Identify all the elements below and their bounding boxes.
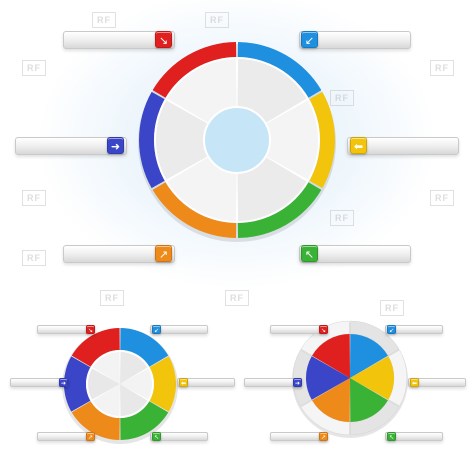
pie-arrow-up-right-icon[interactable]: ↗ [319,432,328,441]
wheel-wedge [265,100,318,180]
small-ring-bar-bottom-right[interactable] [150,432,208,441]
red-ring-segment [71,328,120,367]
callout-bar-top-left[interactable] [63,31,175,49]
callout-bar-mid-right[interactable] [347,137,459,155]
arrow-right-icon[interactable]: ➜ [107,137,124,154]
wheel-wedge [92,384,120,416]
watermark-mark: RF [22,60,46,76]
arrow-up-right-icon[interactable]: ↗ [155,245,172,262]
red-ring-segment [152,42,237,98]
watermark-mark: RF [330,90,354,106]
callout-bar-bottom-left[interactable] [63,245,175,263]
pie-arrow-up-left-icon[interactable]: ↖ [387,432,396,441]
wheel-center-hub [203,106,271,174]
small-arrow-right-icon[interactable]: ➜ [59,378,68,387]
orange-ring-segment [152,182,237,238]
small-arrow-up-left-icon[interactable]: ↖ [152,432,161,441]
pie-arrow-right-icon[interactable]: ➜ [293,378,302,387]
pie-arrow-left-icon[interactable]: ⬅ [410,378,419,387]
yellow-ring-segment [309,91,335,189]
small-arrow-down-left-icon[interactable]: ↙ [152,325,161,334]
watermark-mark: RF [92,12,116,28]
small-ring-diagram [62,328,178,444]
arrow-down-left-icon[interactable]: ↙ [301,31,318,48]
arrow-up-left-icon[interactable]: ↖ [301,245,318,262]
wheel-wedge [156,100,209,180]
watermark-mark: RF [22,250,46,266]
watermark-mark: RF [22,190,46,206]
wheel-wedge [120,368,152,400]
wheel-wedge [237,59,307,124]
blue-pie-slice [350,334,388,378]
wheel-wedge [167,156,237,221]
pie-arrow-down-right-icon[interactable]: ↘ [319,325,328,334]
small-pie-bar-mid-right[interactable] [408,378,466,387]
wheel-wedge [92,352,120,384]
small-pie-bar-top-right[interactable] [385,325,443,334]
arrow-down-right-icon[interactable]: ↘ [155,31,172,48]
watermark-mark: RF [380,300,404,316]
green-ring-segment [237,182,322,238]
large-ring-diagram [138,42,336,242]
purple-ring-segment [139,91,165,189]
yellow-ring-segment [149,356,177,412]
callout-bar-top-right[interactable] [299,31,411,49]
purple-pie-slice [306,356,350,400]
watermark-mark: RF [430,60,454,76]
watermark-mark: RF [100,290,124,306]
green-ring-segment [120,401,169,440]
yellow-pie-slice [350,356,394,400]
small-arrow-up-right-icon[interactable]: ↗ [86,432,95,441]
watermark-mark: RF [225,290,249,306]
red-pie-slice [312,334,350,378]
small-pie-diagram [292,320,408,438]
small-ring-bar-top-right[interactable] [150,325,208,334]
wheel-wedge [120,352,148,384]
arrow-left-icon[interactable]: ⬅ [350,137,367,154]
callout-bar-mid-left[interactable] [15,137,127,155]
watermark-mark: RF [430,190,454,206]
small-ring-bar-mid-right[interactable] [177,378,235,387]
pie-arrow-down-left-icon[interactable]: ↙ [387,325,396,334]
small-pie-bar-bottom-right[interactable] [385,432,443,441]
green-pie-slice [350,378,388,422]
purple-ring-segment [63,356,91,412]
wheel-wedge [237,156,307,221]
wheel-wedge [88,368,120,400]
wheel-wedge [167,59,237,124]
blue-ring-segment [237,42,322,98]
wheel-wedge [120,384,148,416]
blue-ring-segment [120,328,169,367]
small-arrow-left-icon[interactable]: ⬅ [179,378,188,387]
watermark-mark: RF [330,210,354,226]
watermark-mark: RF [205,12,229,28]
callout-bar-bottom-right[interactable] [299,245,411,263]
orange-pie-slice [312,378,350,422]
orange-ring-segment [71,401,120,440]
small-arrow-down-right-icon[interactable]: ↘ [86,325,95,334]
